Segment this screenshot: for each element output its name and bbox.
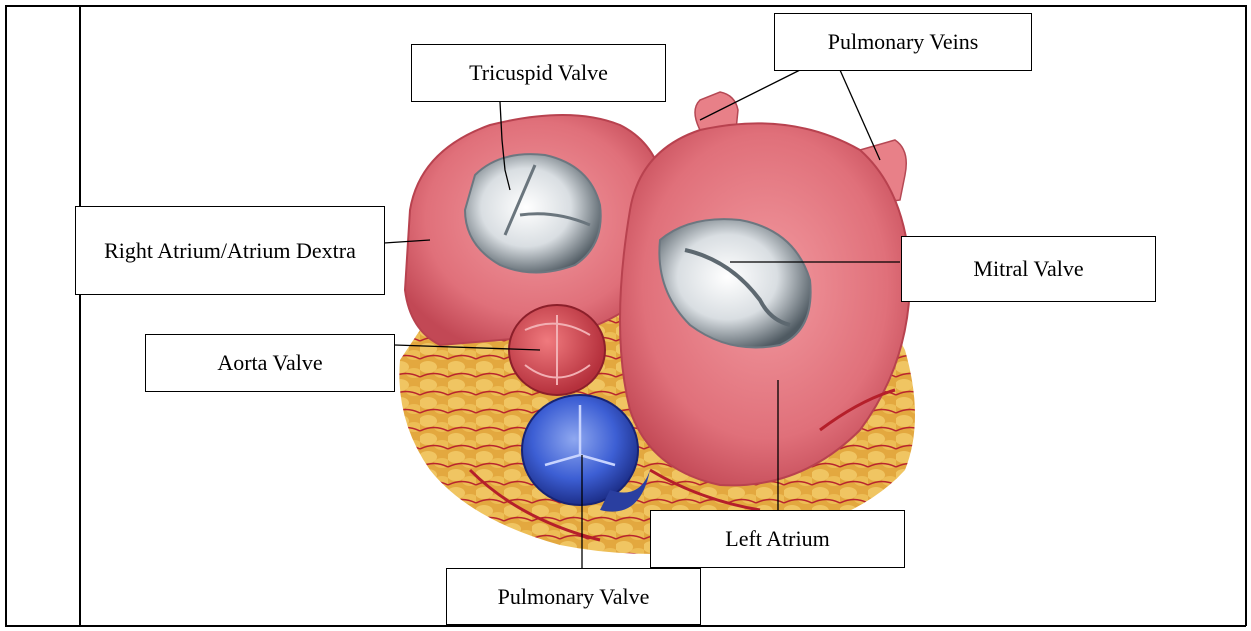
label-right-atrium: Right Atrium/Atrium Dextra <box>75 206 385 295</box>
label-tricuspid-valve-text: Tricuspid Valve <box>469 59 608 87</box>
label-pulmonary-veins-text: Pulmonary Veins <box>828 28 979 56</box>
label-tricuspid-valve: Tricuspid Valve <box>411 44 666 102</box>
label-right-atrium-text: Right Atrium/Atrium Dextra <box>104 237 356 265</box>
label-pulmonary-veins: Pulmonary Veins <box>774 13 1032 71</box>
label-aorta-valve: Aorta Valve <box>145 334 395 392</box>
label-mitral-valve: Mitral Valve <box>901 236 1156 302</box>
label-pulmonary-valve-text: Pulmonary Valve <box>498 583 650 611</box>
label-left-atrium: Left Atrium <box>650 510 905 568</box>
label-left-atrium-text: Left Atrium <box>725 525 829 553</box>
label-mitral-valve-text: Mitral Valve <box>973 255 1083 283</box>
label-pulmonary-valve: Pulmonary Valve <box>446 568 701 625</box>
label-aorta-valve-text: Aorta Valve <box>217 349 322 377</box>
